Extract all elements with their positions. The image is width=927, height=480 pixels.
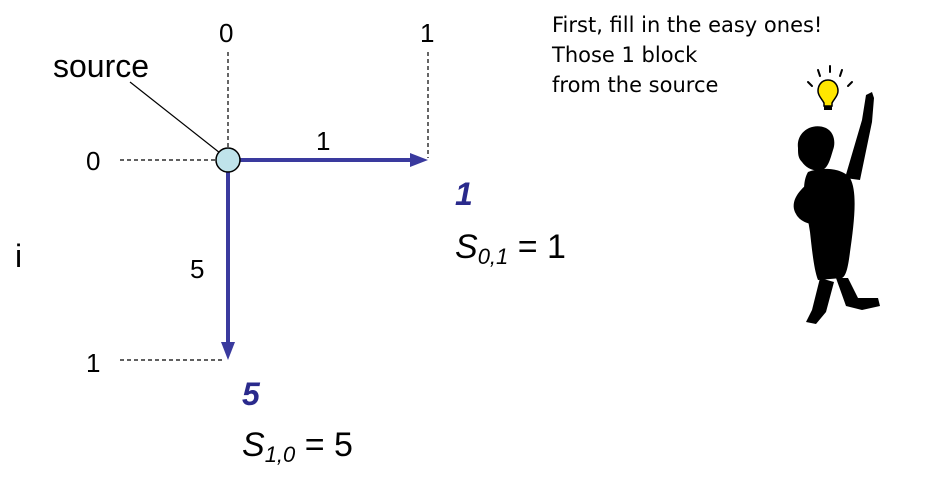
hint-note: First, fill in the easy ones! Those 1 bl…	[552, 10, 822, 100]
cell-0-1-value: 1	[455, 176, 473, 212]
source-node	[215, 147, 241, 173]
edge-down-weight: 5	[190, 254, 205, 284]
hint-note-line-2: Those 1 block	[552, 43, 698, 67]
edge-right-weight: 1	[316, 126, 331, 156]
hint-note-line-1: First, fill in the easy ones!	[552, 13, 823, 37]
edge-down-arrowhead	[221, 342, 235, 360]
row-1-label: 1	[86, 348, 101, 378]
edge-right-arrowhead	[410, 153, 428, 167]
source-pointer-line	[129, 81, 221, 154]
source-label: source	[53, 48, 150, 84]
cell-0-1-equation: S0,1 = 1	[455, 228, 566, 269]
row-axis-label: i	[15, 238, 23, 274]
hint-note-line-3: from the source	[552, 73, 719, 97]
cell-1-0-equation: S1,0 = 5	[242, 426, 353, 467]
cell-1-0-value: 5	[242, 376, 260, 412]
col-0-label: 0	[219, 18, 234, 48]
thinking-figure-icon	[793, 65, 880, 324]
col-1-label: 1	[420, 18, 435, 48]
row-0-label: 0	[86, 146, 101, 176]
